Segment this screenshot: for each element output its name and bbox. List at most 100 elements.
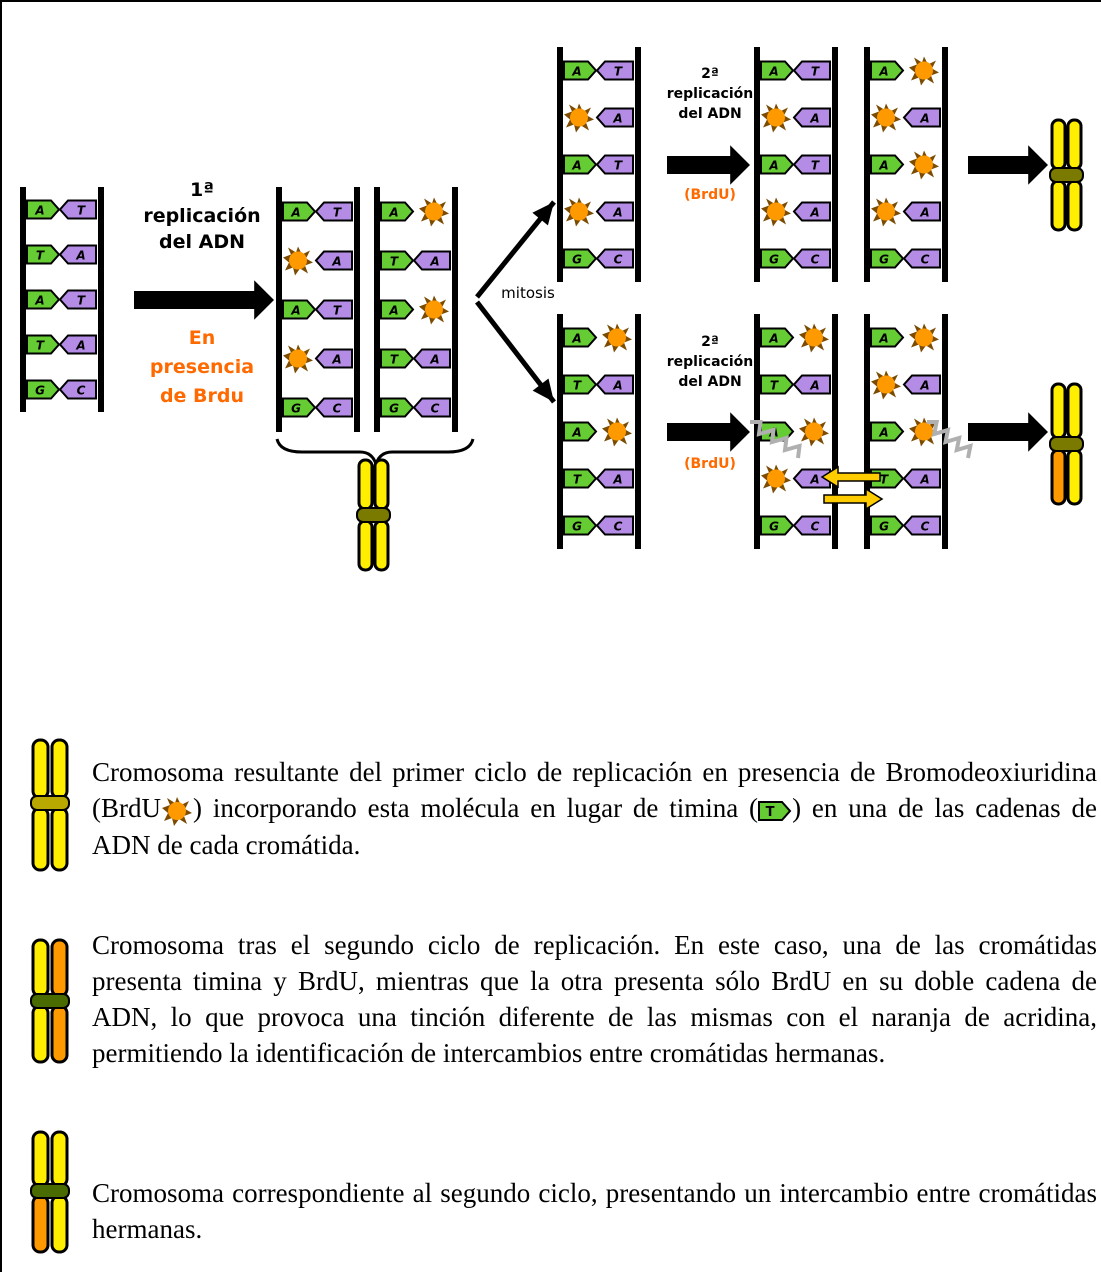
- arrow-result-bottom: [968, 412, 1048, 452]
- base-letter: G: [572, 520, 582, 534]
- legend-chromosome-yellow-orange-icon: [30, 938, 70, 1064]
- base-letter: T: [573, 473, 582, 487]
- svg-text:T: T: [766, 805, 775, 820]
- base-glyph: [282, 201, 317, 222]
- base-glyph: [792, 374, 831, 395]
- base-glyph: [792, 201, 831, 222]
- dna-backbone: [864, 47, 870, 282]
- base-glyph: [412, 397, 451, 418]
- base-glyph: [314, 250, 353, 271]
- base-glyph: [595, 60, 634, 81]
- base-glyph: [870, 515, 905, 536]
- brdu-label-top: (BrdU): [684, 187, 736, 203]
- base-letter: T: [333, 206, 342, 220]
- base-glyph: [314, 201, 353, 222]
- arrow-mitosis-up: [475, 200, 556, 299]
- base-letter: A: [612, 379, 622, 393]
- brace: [275, 438, 475, 469]
- base-letter: A: [571, 426, 581, 440]
- base-glyph: [58, 244, 97, 265]
- base-glyph: [792, 107, 831, 128]
- base-glyph: [380, 348, 415, 369]
- base-letter: A: [612, 206, 622, 220]
- brdu-star-icon: [761, 103, 791, 133]
- base-letter: A: [878, 65, 888, 79]
- brdu-star-icon: [909, 150, 939, 180]
- base-glyph: [380, 397, 415, 418]
- brdu-star-icon: [799, 417, 829, 447]
- base-letter: A: [75, 249, 85, 263]
- base-glyph: [563, 154, 598, 175]
- base-glyph: [760, 327, 795, 348]
- base-glyph: [595, 515, 634, 536]
- base-letter: A: [290, 206, 300, 220]
- brdu-star-icon: [761, 197, 791, 227]
- base-letter: A: [919, 473, 929, 487]
- base-letter: A: [919, 206, 929, 220]
- base-letter: A: [34, 204, 44, 218]
- base-glyph: [902, 248, 941, 269]
- base-letter: A: [878, 332, 888, 346]
- brdu-star-icon: [564, 103, 594, 133]
- base-letter: A: [571, 159, 581, 173]
- brdu-star-icon: [602, 323, 632, 353]
- base-glyph: [26, 199, 61, 220]
- base-letter: A: [878, 426, 888, 440]
- base-letter: G: [879, 253, 889, 267]
- legend-chromosome-yellow-icon: [30, 738, 70, 872]
- brdu-star-icon: [909, 323, 939, 353]
- base-letter: T: [390, 353, 399, 367]
- mitosis-label: mitosis: [501, 284, 555, 302]
- base-glyph: [26, 379, 61, 400]
- base-glyph: [563, 248, 598, 269]
- base-glyph: [760, 515, 795, 536]
- brdu-star-icon: [761, 464, 791, 494]
- brdu-star-icon: [871, 103, 901, 133]
- base-letter: T: [390, 255, 399, 269]
- base-glyph: [870, 327, 905, 348]
- base-glyph: [792, 248, 831, 269]
- dna-backbone: [557, 47, 563, 282]
- base-letter: A: [612, 473, 622, 487]
- base-letter: A: [612, 112, 622, 126]
- base-letter: C: [811, 520, 820, 534]
- base-glyph: [760, 154, 795, 175]
- dna-backbone: [832, 314, 838, 549]
- base-glyph: [595, 201, 634, 222]
- base-glyph: [26, 289, 61, 310]
- brdu-star-icon: [909, 56, 939, 86]
- base-letter: T: [333, 304, 342, 318]
- base-glyph: [902, 374, 941, 395]
- base-letter: A: [809, 206, 819, 220]
- base-glyph: [595, 468, 634, 489]
- base-glyph: [792, 60, 831, 81]
- base-glyph: [563, 515, 598, 536]
- base-letter: A: [768, 65, 778, 79]
- base-letter: C: [614, 253, 623, 267]
- base-letter: G: [291, 402, 301, 416]
- base-letter: T: [614, 159, 623, 173]
- base-letter: A: [331, 353, 341, 367]
- base-glyph: [380, 250, 415, 271]
- dna-backbone: [98, 187, 104, 412]
- base-letter: T: [614, 65, 623, 79]
- base-letter: A: [768, 159, 778, 173]
- base-glyph: [595, 248, 634, 269]
- base-letter: T: [770, 379, 779, 393]
- base-letter: A: [75, 339, 85, 353]
- dna-backbone: [276, 187, 282, 432]
- base-letter: A: [290, 304, 300, 318]
- dna-backbone: [557, 314, 563, 549]
- base-glyph: [563, 374, 598, 395]
- base-glyph: [902, 107, 941, 128]
- base-glyph: [870, 421, 905, 442]
- arrow-second-replication-bottom: [667, 412, 750, 452]
- base-glyph: [58, 334, 97, 355]
- dna-backbone: [754, 47, 760, 282]
- base-letter: A: [919, 112, 929, 126]
